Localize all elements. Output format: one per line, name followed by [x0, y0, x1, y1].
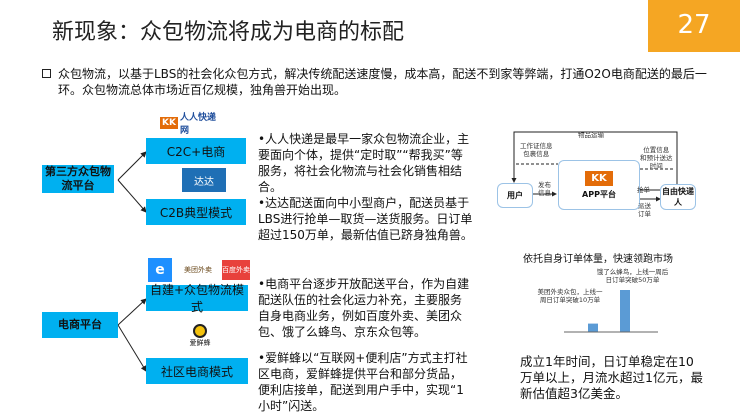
community-description: •爱鲜蜂以“互联网+便利店”方式主打社区电商，爱鲜蜂提供平台和部分货品，便利店接…	[258, 351, 468, 413]
self-built-box: 自建+众包物流模式	[146, 283, 248, 314]
page-number-badge: 27	[648, 0, 740, 52]
user-node: 用户	[497, 183, 533, 208]
grab-order-label: 抢单	[637, 186, 650, 194]
publish-label: 发布 信息	[538, 181, 551, 197]
third-party-platform-box: 第三方众包物流平台	[42, 165, 114, 193]
bar-0	[588, 323, 598, 332]
page-title: 新现象：众包物流将成为电商的标配	[52, 20, 405, 45]
summary-text: 成立1年时间，日订单稳定在10万单以上，月流水超过1亿元，最新估值超3亿美金。	[520, 354, 703, 401]
aixianfeng-logo: 爱鲜蜂	[185, 320, 215, 352]
community-box: 社区电商模式	[146, 358, 248, 384]
location-label: 位置信息 和预计送达 时间	[640, 146, 673, 170]
bar-1	[620, 290, 630, 332]
square-bullet-icon	[42, 69, 51, 78]
bar-annotation-0: 美团外卖众包，上线一周日订单突破10万单	[537, 288, 603, 304]
dada-logo: 达达	[182, 168, 226, 192]
intro-text: 众包物流，以基于LBS的社会化众包方式，解决传统配送速度慢，成本高，配送不到家等…	[58, 67, 707, 97]
intro-bullet: 众包物流，以基于LBS的社会化众包方式，解决传统配送速度慢，成本高，配送不到家等…	[42, 66, 728, 98]
dada-description: •达达配送面向中小型商户，配送员基于LBS进行抢单—取货—送货服务。日订单超过1…	[258, 196, 473, 242]
bar-chart	[564, 290, 658, 333]
bar-annotation-1: 饿了么蜂鸟，上线一周后日订单突破50万单	[596, 268, 669, 284]
ecommerce-platform-box: 电商平台	[42, 312, 118, 338]
c2c-box: C2C+电商	[146, 138, 246, 164]
meituan-logo: 美团外卖	[184, 266, 212, 274]
self-built-description: •电商平台逐步开放配送平台，作为自建配送队伍的社会化运力补充，主要服务自身电商业…	[258, 277, 470, 339]
deliver-label: 派送 订单	[638, 202, 651, 218]
eleme-logo: e	[148, 258, 172, 282]
baidu-waimai-logo: 百度外卖	[222, 260, 250, 280]
id-info-label: 工作证信息 包裹信息	[520, 142, 553, 158]
goods-transport-label: 物品运输	[578, 131, 604, 139]
chart-title: 依托自身订单体量，快速领跑市场	[523, 254, 673, 265]
c2b-box: C2B典型模式	[146, 199, 246, 225]
courier-node: 自由快递人	[660, 184, 696, 210]
renren-description: •人人快递是最早一家众包物流企业，主要面向个体，提供“定时取”“帮我买”等服务，…	[258, 132, 470, 194]
renren-app-icon: KK	[585, 170, 613, 186]
